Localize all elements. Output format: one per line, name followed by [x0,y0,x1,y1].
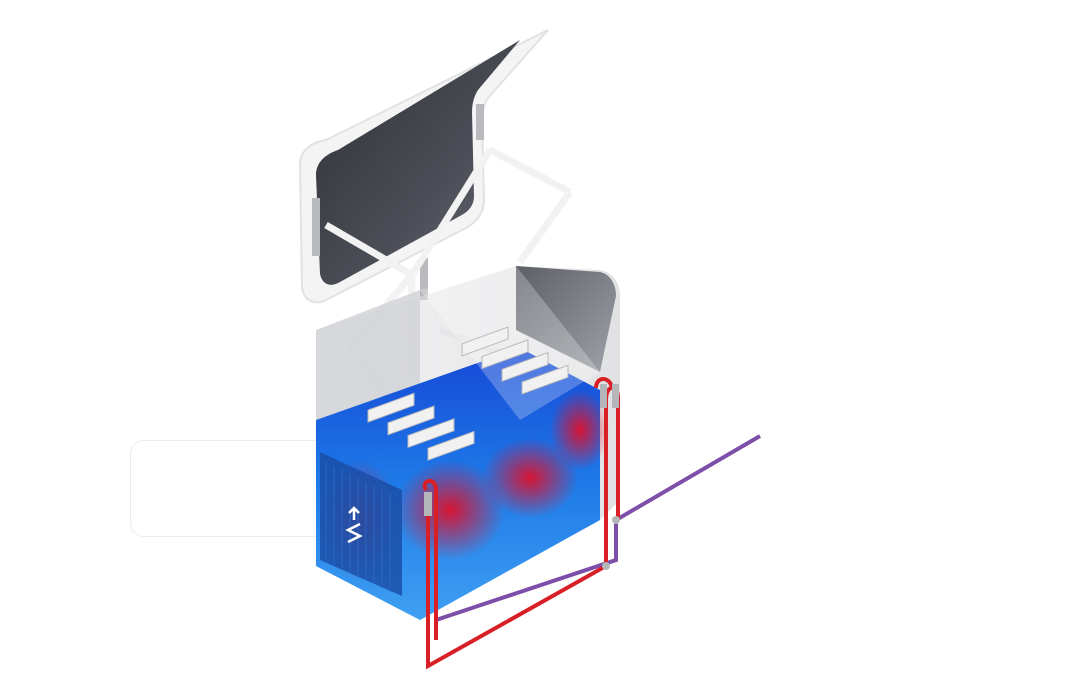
callout-box [130,440,321,537]
server-trays [367,326,569,461]
flow-arrow-icon [345,506,363,544]
hot-zone [395,460,505,560]
pipe-fittings [424,384,620,570]
hot-zone [550,390,610,470]
lid-hinge [476,104,484,140]
lid-hinge [312,198,320,256]
tank-lid [298,29,549,304]
hot-zone [482,438,578,518]
heat-exchanger-icon [320,452,402,596]
lid-hinge [420,258,428,300]
